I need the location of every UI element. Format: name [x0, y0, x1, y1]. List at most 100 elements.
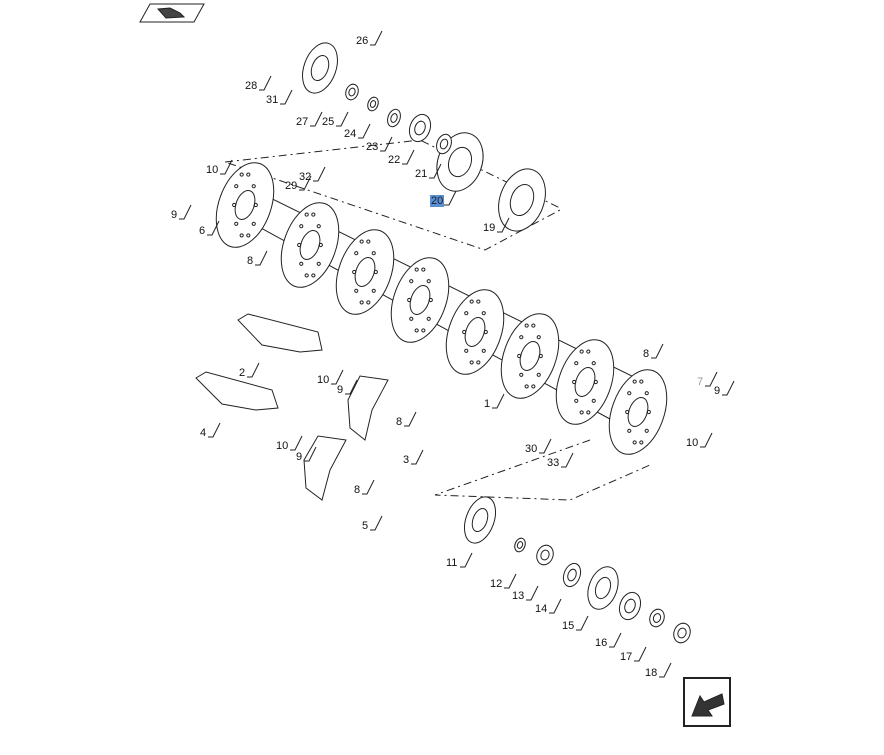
callout-7[interactable]: 7: [697, 376, 704, 388]
callout-11[interactable]: 11: [446, 557, 458, 569]
callout-19[interactable]: 19: [483, 222, 496, 234]
disc-bolt-hole: [644, 428, 649, 433]
disc-bolt-hole: [519, 335, 524, 340]
callout-leader: [345, 379, 358, 395]
disc-bolt-hole: [536, 335, 541, 340]
disc-bolt-hole: [625, 409, 630, 415]
callout-leader: [299, 175, 312, 191]
rotor-disc: [608, 369, 668, 455]
callout-10[interactable]: 10: [276, 440, 289, 452]
callout-32[interactable]: 32: [299, 171, 312, 183]
part-bore: [439, 138, 449, 150]
callout-leader: [380, 136, 393, 152]
callout-leader: [722, 380, 735, 396]
callout-leader: [404, 411, 417, 427]
callout-2[interactable]: 2: [239, 367, 246, 379]
part-bore: [310, 54, 330, 82]
callout-leader: [331, 369, 344, 385]
part: [673, 622, 691, 644]
callout-9[interactable]: 9: [714, 385, 721, 397]
callout-23[interactable]: 23: [366, 141, 379, 153]
callout-leader: [362, 479, 375, 495]
callout-9[interactable]: 9: [171, 209, 178, 221]
disc-bolt-hole: [366, 239, 371, 244]
callout-8[interactable]: 8: [354, 484, 361, 496]
disc-bolt-hole: [232, 202, 237, 208]
disc-bolt-hole: [409, 316, 414, 321]
back-nav-button[interactable]: [139, 3, 205, 23]
disc-bolt-hole: [373, 269, 378, 275]
disc-bolt-hole: [579, 410, 584, 415]
callout-leader: [609, 632, 622, 648]
disc-bolt-hole: [524, 384, 529, 389]
part-bore: [390, 113, 398, 123]
disc-bolt-hole: [591, 361, 596, 366]
callout-24[interactable]: 24: [344, 128, 357, 140]
callout-leader: [444, 190, 457, 206]
callout-13[interactable]: 13: [512, 590, 525, 602]
callout-29[interactable]: 29: [285, 180, 298, 192]
callout-27[interactable]: 27: [296, 116, 309, 128]
part: [618, 591, 642, 621]
callout-17[interactable]: 17: [620, 651, 633, 663]
disc-bolt-hole: [476, 360, 481, 365]
disc-bolt-hole: [304, 212, 309, 217]
callout-leader: [370, 30, 383, 46]
part: [302, 42, 338, 94]
part-bore: [414, 120, 426, 136]
callout-14[interactable]: 14: [535, 603, 548, 615]
disc-bolt-hole: [246, 172, 251, 177]
disc-bolt-hole: [354, 251, 359, 256]
callout-31[interactable]: 31: [266, 94, 279, 106]
callout-18[interactable]: 18: [645, 667, 658, 679]
callout-28[interactable]: 28: [245, 80, 258, 92]
callout-33[interactable]: 33: [547, 457, 560, 469]
callout-16[interactable]: 16: [595, 637, 608, 649]
part: [408, 113, 432, 143]
disc-bolt-hole: [409, 279, 414, 284]
callout-30[interactable]: 30: [525, 443, 538, 455]
callout-leader: [259, 75, 272, 91]
callout-9[interactable]: 9: [337, 384, 344, 396]
callout-5[interactable]: 5: [362, 520, 369, 532]
callout-leader: [429, 163, 442, 179]
disc-bolt-hole: [639, 379, 644, 384]
disc-bolt-hole: [524, 323, 529, 328]
rotor-disc: [500, 313, 560, 399]
callout-10[interactable]: 10: [206, 164, 219, 176]
callout-15[interactable]: 15: [562, 620, 575, 632]
callout-6[interactable]: 6: [199, 225, 206, 237]
callout-8[interactable]: 8: [247, 255, 254, 267]
disc-bolt-hole: [428, 297, 433, 303]
callout-12[interactable]: 12: [490, 578, 503, 590]
callout-leader: [526, 585, 539, 601]
callout-9[interactable]: 9: [296, 451, 303, 463]
part: [536, 544, 554, 566]
callout-8[interactable]: 8: [396, 416, 403, 428]
part-bore: [348, 87, 356, 97]
callout-25[interactable]: 25: [322, 116, 335, 128]
disc-bolt-hole: [304, 273, 309, 278]
disc-bolt-hole: [462, 329, 467, 335]
callout-3[interactable]: 3: [403, 454, 410, 466]
part-bore: [677, 627, 687, 639]
part-bore: [567, 568, 577, 582]
callout-leader: [255, 250, 268, 266]
callout-26[interactable]: 26: [356, 35, 369, 47]
disc-bolt-hole: [234, 184, 239, 189]
callout-1[interactable]: 1: [484, 398, 491, 410]
callout-leader: [497, 217, 510, 233]
callout-21[interactable]: 21: [415, 168, 428, 180]
callout-20[interactable]: 20: [430, 195, 445, 207]
callout-8[interactable]: 8: [643, 348, 650, 360]
forward-nav-button[interactable]: [683, 677, 731, 727]
callout-leader: [220, 159, 233, 175]
disc-bolt-hole: [253, 202, 258, 208]
flail-knife: [347, 375, 389, 441]
callout-22[interactable]: 22: [388, 154, 401, 166]
part: [387, 108, 401, 128]
callout-10[interactable]: 10: [317, 374, 330, 386]
callout-4[interactable]: 4: [200, 427, 207, 439]
disc-bolt-hole: [519, 372, 524, 377]
callout-10[interactable]: 10: [686, 437, 699, 449]
